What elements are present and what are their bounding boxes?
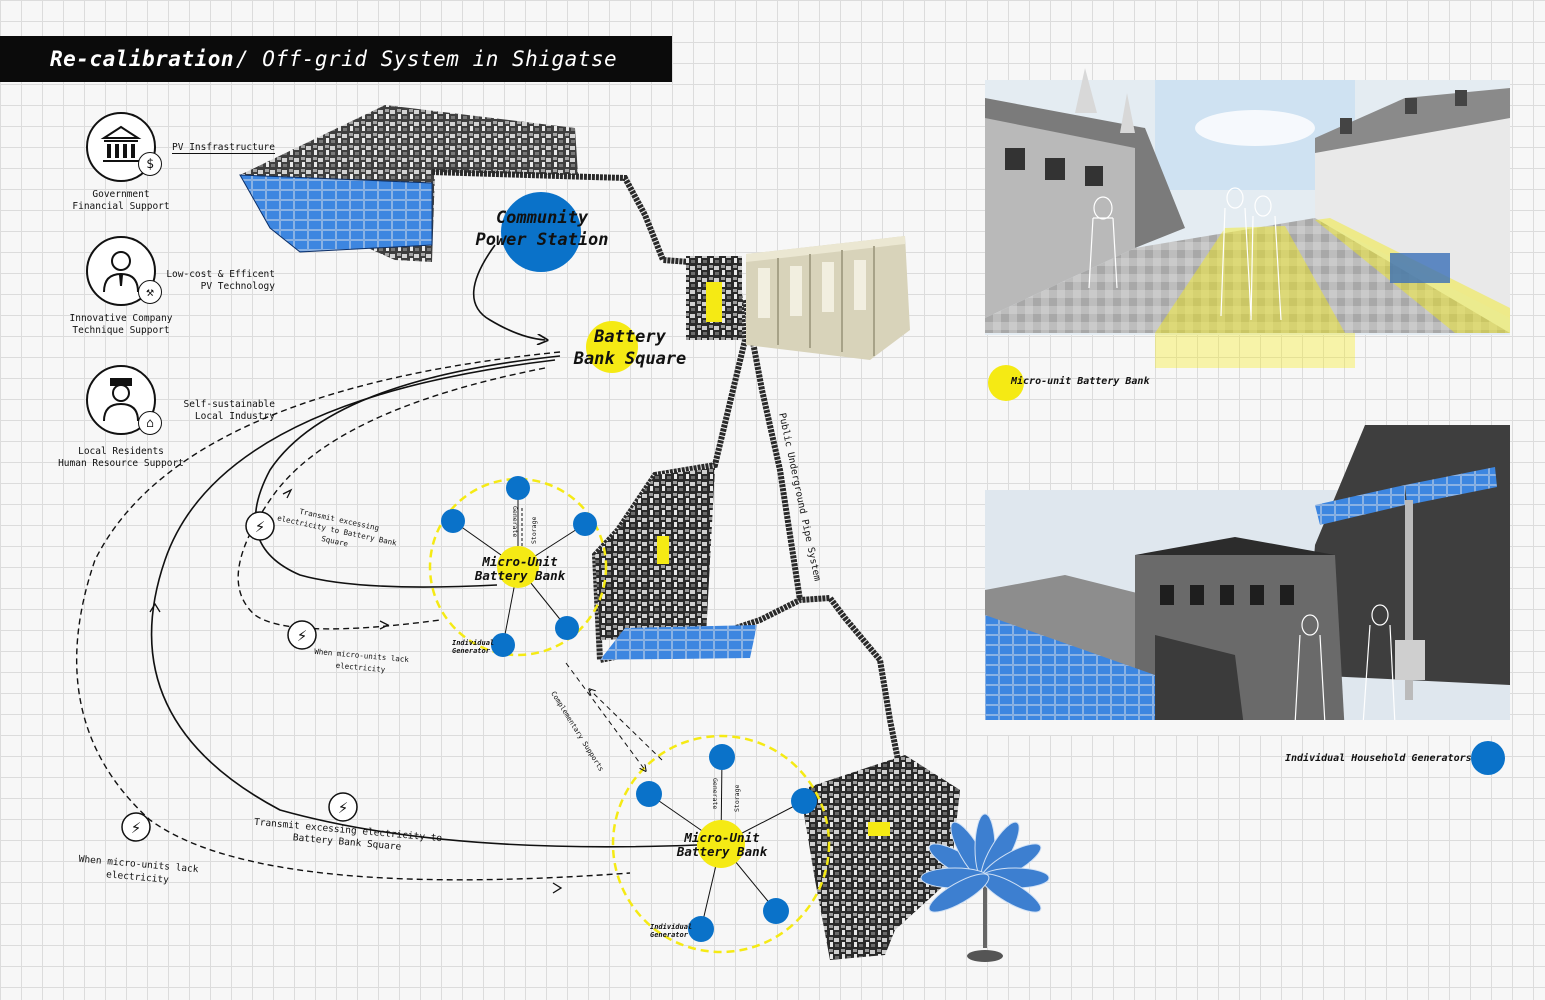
micro-unit-upper-center [497,546,539,588]
micro-unit-upper-line-1: Micro-Unit [482,554,558,569]
company-caption-line-1: Innovative Company [69,313,173,324]
household-photo [985,425,1510,735]
svg-text:⚡: ⚡ [338,799,349,817]
individual-lower-line-1: Individual [650,923,693,931]
smartflower-solar [920,813,1050,962]
svg-text:⚡: ⚡ [255,518,266,536]
battery-square-label: Battery Bank Square [555,326,705,370]
legend-yellow-dot [988,365,1024,401]
individual-generator-lower: Individual Generator [650,923,692,939]
svg-text:⚡: ⚡ [131,819,142,837]
pv-infrastructure-label: PV Insfrastructure [160,142,275,154]
individual-lower-line-2: Generator [650,931,688,939]
solar-field-photo [239,105,578,262]
title-rest: / Off-grid System in Shigatse [236,47,618,71]
residents-caption-line-2: Human Resource Support [58,458,184,469]
government-caption-line-1: Government [92,189,150,200]
storage-lower: Storage [733,784,741,812]
generate-upper: Generate [511,506,519,538]
government-caption: Government Financial Support [56,189,186,213]
pv-technology-label: Low-cost & Efficent PV Technology [150,269,275,293]
legend-household: Individual Household Generators [1285,753,1472,764]
micro-unit-lower-center [697,820,745,868]
individual-generator-upper: Individual Generator [452,639,494,655]
company-caption-line-2: Technique Support [72,325,170,336]
community-station-dot [501,192,581,272]
middle-solar-panel [600,625,757,660]
title-bold: Re-calibration [50,47,235,71]
page-title: Re-calibration / Off-grid System in Shig… [0,36,672,82]
aerial-middle [595,468,715,640]
community-station-line-2: Power Station [475,230,609,250]
community-station-line-1: Community [495,208,589,228]
residents-caption-line-1: Local Residents [78,446,164,457]
legend-blue-dot [1471,741,1505,775]
generate-lower: Generate [711,778,719,810]
battery-square-line-1: Battery [594,327,666,347]
tools-icon: ⚒ [138,280,162,304]
resident-person-icon [86,365,156,435]
local-industry-line-1: Self-sustainable [183,399,275,410]
pv-technology-line-1: Low-cost & Efficent [166,269,275,280]
pv-infrastructure-text: PV Insfrastructure [172,142,275,154]
building-icon: ⌂ [138,411,162,435]
micro-unit-upper-ring [428,477,608,657]
residents-caption: Local Residents Human Resource Support [46,446,196,470]
community-station-label: Community Power Station [452,207,632,251]
street-photo [985,68,1510,368]
micro-unit-upper-label: Micro-Unit Battery Bank [460,555,580,583]
upper-lack-curve [237,367,546,630]
lower-lack-curve [75,351,631,881]
individual-upper-line-1: Individual [452,639,495,647]
site-boundary [431,169,903,771]
aerial-lower [800,755,960,960]
battery-square-line-2: Bank Square [573,349,687,369]
pv-technology-line-2: PV Technology [200,281,275,292]
micro-unit-lower-line-1: Micro-Unit [684,830,760,845]
dollar-icon: $ [138,152,162,176]
individual-upper-line-2: Generator [452,647,490,655]
local-industry-line-2: Local Industry [194,411,275,422]
storage-upper: Storage [530,516,538,544]
svg-text:⚡: ⚡ [297,627,308,645]
legend-micro-unit: Micro-unit Battery Bank [1011,376,1150,387]
micro-unit-lower-label: Micro-Unit Battery Bank [662,831,782,859]
battery-cabinet-photo [746,236,910,360]
company-caption: Innovative Company Technique Support [56,313,186,337]
micro-unit-lower-line-2: Battery Bank [676,844,768,859]
lower-transmit-curve [150,359,698,848]
micro-unit-lower-ring [611,734,831,954]
local-industry-label: Self-sustainable Local Industry [160,399,275,423]
micro-unit-upper-line-2: Battery Bank [474,568,566,583]
battery-square-dot [586,321,638,373]
government-caption-line-2: Financial Support [72,201,170,212]
